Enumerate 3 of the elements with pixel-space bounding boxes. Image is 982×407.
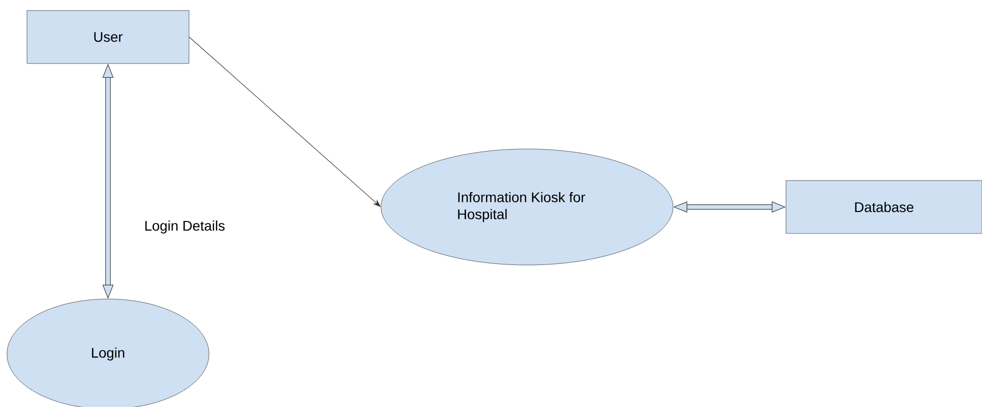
process-box: User (26, 10, 190, 64)
process-box: Database (786, 180, 982, 234)
edge-label: Login Details (143, 219, 226, 235)
